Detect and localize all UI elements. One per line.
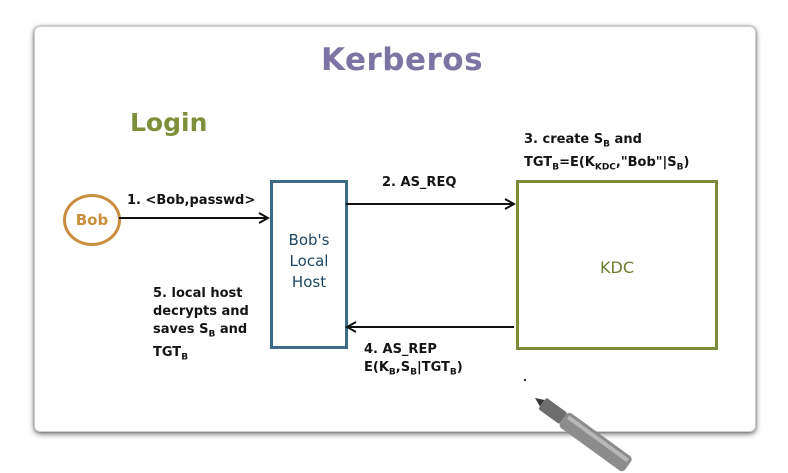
step4-sub-c: B — [449, 367, 457, 378]
step3-text-c: TGT — [524, 154, 553, 170]
step3-sub-c: KDC — [594, 162, 616, 173]
step4-text-a: E(K — [364, 360, 389, 375]
step3-label: 3. create SB and TGTB=E(KKDC,"Bob"|SB) — [524, 131, 690, 176]
step3-sub-a: B — [603, 139, 611, 150]
step5-line2: decrypts and — [153, 304, 249, 319]
step5-sub-b: B — [181, 352, 189, 363]
step4-text-d: ) — [456, 360, 463, 375]
step5-line1: 5. local host — [153, 286, 243, 301]
kdc-node — [516, 180, 718, 350]
step3-text-a: 3. create S — [524, 132, 604, 147]
step1-label: 1. <Bob,passwd> — [127, 193, 256, 208]
step2-label: 2. AS_REQ — [382, 175, 457, 190]
step5-line4: TGTB — [153, 344, 249, 367]
step5-text-c: TGT — [153, 344, 182, 360]
step3-text-d: =E(K — [559, 154, 595, 170]
step3-text-b: and — [610, 132, 642, 147]
step5-line3: saves SB and — [153, 321, 249, 344]
step4-text-b: ,S — [395, 360, 411, 375]
local-host-label: Bob's Local Host — [288, 231, 330, 291]
step3-line1: 3. create SB and — [524, 131, 690, 154]
step4-sub-b: B — [410, 367, 417, 378]
step4-line1: 4. AS_REP — [364, 342, 437, 357]
step5-label: 5. local host decrypts and saves SB and … — [153, 285, 249, 366]
bob-node: Bob — [63, 194, 121, 246]
pen-dot — [523, 378, 527, 382]
step3-sub-d: B — [676, 162, 684, 173]
step4-text-c: |TGT — [416, 360, 450, 375]
step3-sub-b: B — [552, 162, 560, 173]
bob-label: Bob — [75, 211, 109, 229]
kdc-label: KDC — [600, 258, 634, 277]
step5-text-a: saves S — [153, 322, 209, 337]
section-heading: Login — [130, 108, 208, 137]
step5-text-b: and — [215, 322, 248, 337]
step4-line2: E(KB,SB|TGTB) — [364, 359, 463, 382]
step3-text-e: ,"Bob"|S — [615, 154, 677, 170]
step3-text-f: ) — [683, 154, 690, 170]
step4-label: 4. AS_REP E(KB,SB|TGTB) — [364, 341, 463, 382]
slide-title: Kerberos — [321, 42, 484, 78]
step5-sub-a: B — [208, 329, 216, 340]
step4-sub-a: B — [388, 367, 396, 378]
step3-line2: TGTB=E(KKDC,"Bob"|SB) — [524, 154, 690, 177]
local-host-node — [270, 180, 348, 349]
